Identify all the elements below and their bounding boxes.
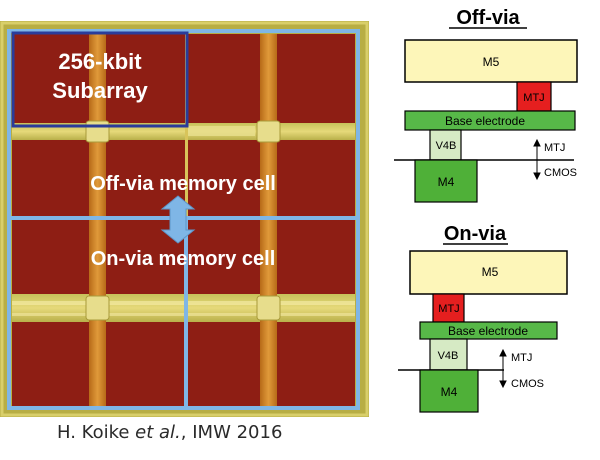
off-via-m5-label: M5 [483,55,500,69]
off-via-cmos-side-label: CMOS [544,167,577,179]
off-via-mtj-side-label: MTJ [544,142,565,154]
off-via-m5-layer [404,39,578,83]
strap-pad [188,126,255,136]
off-via-m4-label: M4 [438,175,455,189]
off-via-mtj-label: MTJ [523,92,544,104]
on-via-diagram: On-via M5 MTJ Base electrode V4B M4 MTJ … [398,223,568,413]
on-via-m5-layer [409,250,568,295]
subarray-label-line1: 256-kbit [58,49,142,74]
citation-etal: et al. [135,422,181,443]
on-via-m4-label: M4 [441,385,458,399]
on-via-v4b-label: V4B [438,350,459,362]
off-via-v4b-layer [429,129,462,161]
on-via-mtj-layer [432,293,465,323]
off-via-base-electrode-layer [404,110,576,131]
off-via-mtj-layer [516,81,552,112]
on-via-title: On-via [444,223,507,245]
citation-venue: , IMW 2016 [180,422,283,443]
on-via-mtj-label: MTJ [438,303,459,315]
off-via-cell-label: Off-via memory cell [90,173,276,195]
off-via-m4-layer [414,159,478,203]
off-via-v4b-label: V4B [436,140,457,152]
chip-outer-edge [0,21,369,417]
off-via-title: Off-via [456,7,520,29]
citation: H. Koike et al., IMW 2016 [57,422,282,443]
subarray-frame [11,31,189,128]
subarray-label-line2: Subarray [52,78,148,103]
citation-authors: H. Koike [57,422,136,443]
on-via-mtj-side-label: MTJ [511,352,532,364]
on-via-base-electrode-label: Base electrode [448,324,528,338]
on-via-updown-arrow-icon [499,348,507,389]
off-via-base-electrode-label: Base electrode [445,114,525,128]
double-arrow-icon [160,195,196,244]
off-via-updown-arrow-icon [533,138,541,181]
on-via-cmos-side-label: CMOS [511,378,544,390]
on-via-cell-label: On-via memory cell [91,248,276,270]
off-via-diagram: Off-via M5 MTJ Base electrode V4B M4 MTJ… [394,7,578,203]
on-via-m4-layer [419,369,479,413]
on-via-m5-label: M5 [482,265,499,279]
chip-photo: 256-kbit Subarray Off-via memory cell On… [0,21,369,417]
on-via-base-electrode-layer [419,321,558,340]
